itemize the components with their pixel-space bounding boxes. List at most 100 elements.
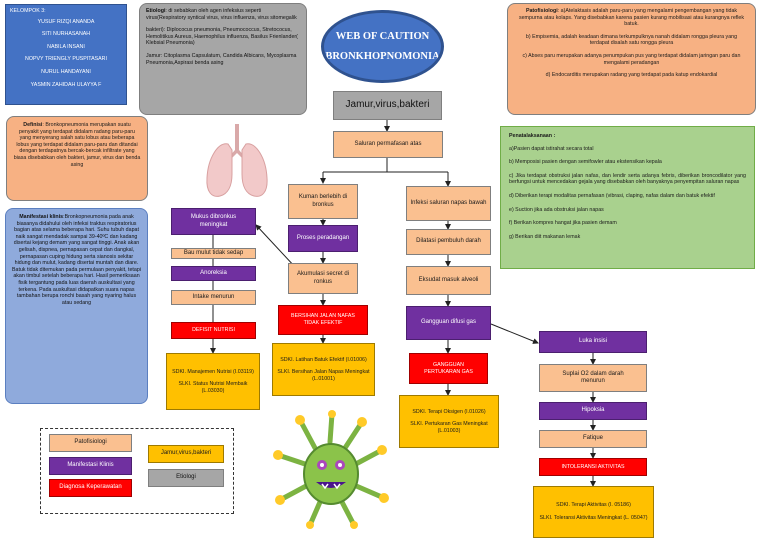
penatalaksanaan-item: c) Jika terdapat obstruksi jalan nafas, … [509,172,746,186]
legend-jamur: Jamur,virus,bakteri [148,445,224,463]
penatalaksanaan-item: e) Suction jika ada obstruksi jalan napa… [509,206,604,213]
flow-gangguan-pertukaran-label: GANGGUAN PERTUKARAN GAS [424,361,473,375]
flow-eksudat-label: Eksudat masuk alveoli [418,276,479,283]
team-member: YUSUF RIZQI ANANDA [37,18,95,25]
team-member: NOPVY TRIENGLY PUSPITASARI [25,56,107,63]
team-title: KELOMPOK 3: [10,8,46,14]
flow-proses-label: Proses peradangan [296,234,350,241]
etiologi-box: Etiologi: di sebabkan oleh agen infeksiu… [139,3,307,115]
penatalaksanaan-item: b) Memposisi pasien dengan semifowler at… [509,159,662,166]
lungs-icon [202,120,272,202]
flow-bau-label: Bau mulut tidak sedap [183,249,244,256]
penatalaksanaan-item: g) Berikan diit makanan lemak [509,233,581,240]
etiologi-text: : di sebabkan oleh agen infeksius sepert… [146,8,297,21]
flow-suplai: Suplai O2 dalam darah menurun [539,364,647,392]
penatalaksanaan-title: Penatalaksanaan : [509,133,556,139]
etiologi-jamur: Jamur: Citoplasma Capsulatum, Candida Al… [146,53,297,66]
patofisiologi-d: d) Endocarditis merupakan radang yang te… [545,72,718,79]
patofisiologi-c: c) Abses paru merupakan adanya penumpuka… [522,53,741,66]
flow-fatique-label: Fatique [582,435,603,442]
definisi-label: Definisi [23,122,43,128]
etiologi-bakteri: bakteri): Diplococus pneumonia, Pneumoco… [146,27,298,47]
flow-infeksi-label: Infeksi saluran napas bawah [410,199,487,206]
legend-manifestasi: Manifestasi Klinis [49,457,132,475]
flow-proses: Proses peradangan [288,225,358,252]
flow-suplai-label: Suplai O2 dalam darah menurun [562,370,624,385]
flow-fatique: Fatique [539,430,647,448]
flow-anoreksia-label: Anoreksia [200,269,227,276]
team-member: SITI NURHASANAH [41,31,91,38]
cause-box: Jamur,virus,bakteri [333,91,442,120]
legend-diagnosa: Diagnosa Keperawatan [49,479,132,497]
flow-bau: Bau mulut tidak sedap [171,248,256,259]
flow-mukus: Mukus dibronkus meningkat [171,208,256,235]
outcome-aktivitas: SDKI. Terapi Aktivitas (I. 05186) SLKI. … [533,486,654,538]
etiologi-label: Etiologi [146,8,166,14]
flow-kuman-label: Kuman berlebih di bronkus [298,194,348,208]
flow-luka-label: Luka insisi [578,338,607,345]
title-line2: BRONKHOPNOMONIA [325,50,440,62]
team-box: KELOMPOK 3: YUSUF RIZQI ANANDA SITI NURH… [5,4,127,105]
outcome-aktivitas-sdki: SDKI. Terapi Aktivitas (I. 05186) [556,502,631,509]
outcome-bersihan: SDKI. Latihan Batuk Efektif (I.01006) SL… [272,343,375,396]
penatalaksanaan-item: f) Berikan kompres hangat jika pasien de… [509,220,617,227]
team-member: NABILA INSANI [47,43,85,50]
definisi-box: Definisi: Bronkopneumonia merupakan suat… [6,116,148,201]
flow-luka: Luka insisi [539,331,647,353]
outcome-gas-slki: SLKI. Pertukaran Gas Meningkat (L.01003) [410,421,488,434]
penatalaksanaan-box: Penatalaksanaan : a)Pasien dapat istirah… [500,126,755,269]
flow-akumulasi-label: Akumulasi secret di ronkus [296,271,350,285]
flow-dilatasi-label: Dilatasi pembuluh darah [416,238,481,245]
outcome-aktivitas-slki: SLKI. Toleransi Aktivitas Meningkat (L. … [539,515,648,521]
outcome-gas: SDKI. Terapi Oksigen (I.01026) SLKI. Per… [399,395,499,448]
flow-mukus-label: Mukus dibronkus meningkat [190,214,237,228]
flow-gangguan-difusi: Gangguan difusi gas [406,306,491,340]
outcome-bersihan-slki: SLKI. Bersihan Jalan Napas Meningkat (L.… [277,369,370,382]
legend-etiologi: Etiologi [148,469,224,487]
flow-dilatasi: Dilatasi pembuluh darah [406,229,491,255]
legend-jamur-label: Jamur,virus,bakteri [160,450,212,457]
flow-intake: Intake menurun [171,290,256,305]
title-oval: WEB OF CAUTION BRONKHOPNOMONIA [321,10,444,83]
flow-anoreksia: Anoreksia [171,266,256,281]
patofisiologi-b: b) Empisemia, adalah keadaan dimana terk… [525,33,738,47]
title-line1: WEB OF CAUTION [335,31,430,43]
flow-saluran: Saluran permafasan atas [333,131,443,158]
patofisiologi-box: Patofisiologi: a)Atelaktasis adalah paru… [507,3,756,115]
outcome-nutrisi-sdki: SDKI. Manajemen Nutrisi (I.03119) [172,368,254,375]
flow-defisit: DEFISIT NUTRISI [171,322,256,339]
flow-hipoksia-label: Hipoksia [581,407,605,414]
legend-patofisiologi: Patofisiologi [49,434,132,452]
germ-icon [270,410,392,530]
legend-diagnosa-label: Diagnosa Keperawatan [59,484,122,491]
manifestasi-text: :Bronkopneumonia pada anak biasanya dida… [12,214,141,306]
flow-intake-label: Intake menurun [192,293,235,300]
outcome-gas-sdki: SDKI. Terapi Oksigen (I.01026) [412,408,486,415]
legend-etiologi-label: Etiologi [176,474,196,481]
outcome-nutrisi-slki: SLKI. Status Nutrisi Membaik (L.03030) [178,381,248,394]
patofisiologi-label: Patofisiologi [525,8,558,14]
outcome-nutrisi: SDKI. Manajemen Nutrisi (I.03119) SLKI. … [166,353,260,410]
flow-bersihan: BERSIHAN JALAN NAFAS TIDAK EFEKTIF [278,305,368,335]
flow-gangguan-pertukaran: GANGGUAN PERTUKARAN GAS [409,353,488,384]
flow-intoleransi: INTOLERANSI AKTIVITAS [539,458,647,476]
flow-defisit-label: DEFISIT NUTRISI [192,327,235,334]
flow-akumulasi: Akumulasi secret di ronkus [288,263,358,294]
manifestasi-box: Manifestasi klinis:Bronkopneumonia pada … [5,208,148,404]
penatalaksanaan-item: a)Pasien dapat istirahat secara total [509,145,594,152]
cause-label: Jamur,virus,bakteri [345,99,430,111]
manifestasi-label: Manifestasi klinis [19,214,64,220]
flow-intoleransi-label: INTOLERANSI AKTIVITAS [561,463,625,470]
flow-infeksi: Infeksi saluran napas bawah [406,186,491,221]
flow-gangguan-difusi-label: Gangguan difusi gas [420,319,477,326]
patofisiologi-a: : a)Atelaktasis adalah paru-paru yang me… [518,8,745,28]
team-member: YASMIN ZAHIDAH ULAYYA F [30,81,102,88]
penatalaksanaan-item: d) Diberikan terapi modalitas pernafasan… [509,193,715,200]
flow-hipoksia: Hipoksia [539,402,647,420]
legend-box: Patofisiologi Manifestasi Klinis Diagnos… [40,428,234,514]
flow-eksudat: Eksudat masuk alveoli [406,266,491,295]
flow-kuman: Kuman berlebih di bronkus [288,184,358,219]
flow-bersihan-label: BERSIHAN JALAN NAFAS TIDAK EFEKTIF [291,313,355,326]
flow-saluran-label: Saluran permafasan atas [354,140,422,147]
